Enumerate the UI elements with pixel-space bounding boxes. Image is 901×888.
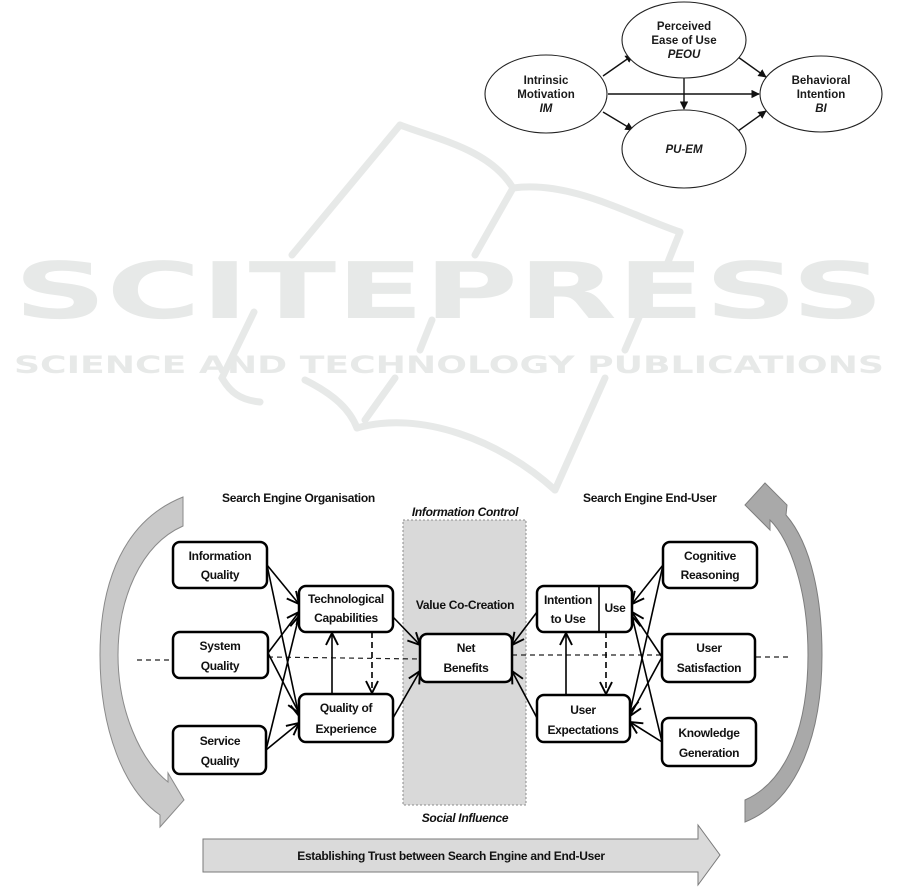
box-expectations-line1: User [570, 703, 596, 717]
tam-node-puem: PU-EM [621, 109, 747, 189]
box-qoe-line1: Quality of [320, 701, 374, 715]
dashed-divider-mid-left [267, 656, 421, 660]
node-peou-line1: Perceived [657, 21, 711, 33]
tam-node-peou: Perceived Ease of Use PEOU [621, 1, 747, 79]
watermark-book-logo [218, 121, 684, 494]
node-peou-line2: Ease of Use [651, 35, 716, 47]
edge-cognitive-expectations [630, 564, 664, 712]
edge-im-puem [602, 111, 634, 131]
label-value-co-creation: Value Co-Creation [416, 598, 514, 612]
node-im-line1: Intrinsic [524, 75, 569, 87]
edge-tech-net [392, 616, 420, 645]
header-organisation: Search Engine Organisation [222, 491, 375, 505]
box-expectations-line2: Expectations [547, 723, 619, 737]
box-tech-line1: Technological [308, 592, 384, 606]
right-cycle-arrow [744, 482, 823, 823]
box-user-expectations: User Expectations [535, 693, 632, 744]
left-connectors [265, 564, 420, 751]
box-net-benefits-line1: Net [457, 641, 476, 655]
box-user-satisfaction: User Satisfaction [660, 632, 757, 684]
tam-node-bi: Behavioral Intention BI [759, 55, 883, 133]
box-cognitive-line2: Reasoning [681, 568, 740, 582]
trust-arrow-label: Establishing Trust between Search Engine… [297, 849, 605, 863]
box-service-quality-line1: Service [200, 734, 241, 748]
box-net-benefits: Net Benefits [418, 632, 514, 684]
box-technological-capabilities: Technological Capabilities [297, 584, 395, 634]
box-use-label: Use [604, 601, 626, 615]
node-im-line2: Motivation [517, 89, 575, 101]
node-bi-line2: Intention [797, 89, 846, 101]
edge-info-tech [266, 564, 299, 604]
edge-cognitive-intention [632, 564, 664, 604]
edge-intention-net [512, 611, 538, 645]
box-intention-line2: to Use [551, 612, 587, 626]
header-end-user: Search Engine End-User [583, 491, 717, 505]
box-cognitive-reasoning: Cognitive Reasoning [661, 540, 759, 590]
box-intention-to-use: Intention to Use Use [535, 584, 634, 634]
box-knowledge-generation: Knowledge Generation [660, 716, 758, 768]
box-knowledge-line1: Knowledge [678, 726, 740, 740]
box-system-quality: System Quality [171, 630, 270, 680]
edge-info-qoe [266, 564, 299, 716]
edge-expectations-net [512, 671, 538, 719]
edge-im-peou [602, 54, 634, 77]
box-satisfaction-line2: Satisfaction [677, 661, 741, 675]
left-cycle-arrow [99, 496, 185, 829]
edge-service-tech [265, 616, 299, 751]
box-information-quality-line1: Information [189, 549, 252, 563]
box-tech-line2: Capabilities [314, 611, 378, 625]
node-peou-abbr: PEOU [668, 49, 701, 61]
box-system-quality-line1: System [200, 639, 241, 653]
box-qoe-line2: Experience [315, 722, 377, 736]
label-social-influence: Social Influence [422, 811, 509, 825]
box-information-quality: Information Quality [171, 540, 269, 590]
watermark-tagline: SCIENCE AND TECHNOLOGY PUBLICATIONS [14, 351, 884, 379]
box-net-benefits-line2: Benefits [444, 661, 490, 675]
box-intention-line1: Intention [544, 593, 592, 607]
edge-service-qoe [265, 723, 299, 751]
watermark: SCITEPRESS SCIENCE AND TECHNOLOGY PUBLIC… [14, 121, 884, 494]
tam-diagram: Intrinsic Motivation IM Perceived Ease o… [484, 1, 883, 189]
node-puem-abbr: PU-EM [665, 144, 702, 156]
edge-knowledge-expectations [630, 722, 663, 743]
tam-node-im: Intrinsic Motivation IM [484, 54, 608, 134]
trust-arrow: Establishing Trust between Search Engine… [202, 823, 721, 887]
edge-qoe-net [392, 671, 420, 719]
box-information-quality-line2: Quality [201, 568, 240, 582]
node-bi-abbr: BI [815, 103, 827, 115]
node-im-abbr: IM [540, 103, 553, 115]
node-bi-line1: Behavioral [792, 75, 851, 87]
box-cognitive-line1: Cognitive [684, 549, 737, 563]
tam-edges [602, 54, 767, 132]
box-system-quality-line2: Quality [201, 659, 240, 673]
box-knowledge-line2: Generation [679, 746, 739, 760]
box-service-quality-line2: Quality [201, 754, 240, 768]
box-quality-of-experience: Quality of Experience [297, 692, 395, 744]
framework-diagram: Search Engine Organisation Search Engine… [99, 482, 823, 887]
box-service-quality: Service Quality [171, 724, 268, 776]
edge-satisfaction-expectations [630, 656, 663, 716]
box-satisfaction-line1: User [696, 641, 722, 655]
edge-system-qoe [267, 652, 299, 713]
label-information-control: Information Control [412, 505, 519, 519]
edge-puem-bi [737, 110, 767, 132]
edge-knowledge-intention [632, 616, 663, 743]
right-connectors [512, 564, 664, 743]
edge-peou-bi [737, 56, 767, 78]
watermark-brand: SCITEPRESS [14, 247, 884, 337]
